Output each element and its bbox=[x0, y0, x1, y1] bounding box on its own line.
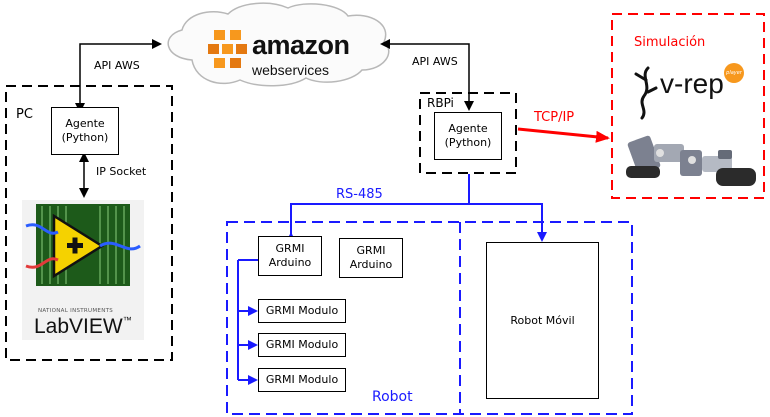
simulation-label: Simulación bbox=[634, 35, 706, 50]
arduino-1-sub: Arduino bbox=[268, 256, 312, 269]
vrep-text: v-rep bbox=[660, 68, 724, 99]
rbpi-agent-box[interactable]: Agente(Python) bbox=[434, 112, 502, 160]
tcp-ip-label: TCP/IP bbox=[534, 110, 575, 125]
api-aws-left-connector bbox=[75, 39, 162, 113]
robot-movil-box[interactable]: Robot Móvil bbox=[486, 242, 599, 399]
api-aws-left-label: API AWS bbox=[94, 59, 140, 72]
pc-label: PC bbox=[16, 107, 33, 122]
module-connectors bbox=[237, 259, 258, 385]
module-box-2[interactable]: GRMI Modulo bbox=[258, 333, 346, 357]
simulation-frame bbox=[611, 13, 765, 199]
ip-socket-label: IP Socket bbox=[96, 165, 147, 178]
vrep-player-badge-text: player bbox=[726, 69, 742, 76]
rbpi-label: RBPi bbox=[427, 96, 454, 110]
labview-tm: ™ bbox=[122, 315, 132, 325]
module-box-1[interactable]: GRMI Modulo bbox=[258, 299, 346, 323]
rs485-bus bbox=[286, 174, 547, 242]
pc-agent-title: Agente bbox=[65, 117, 105, 131]
labview-name: LabVIEW bbox=[34, 315, 123, 338]
robot-label: Robot bbox=[372, 389, 413, 405]
module-box-3[interactable]: GRMI Modulo bbox=[258, 368, 346, 392]
tcp-ip-arrow bbox=[517, 127, 610, 143]
rbpi-agent-lang: (Python) bbox=[444, 136, 492, 149]
aws-sub-text: webservices bbox=[252, 62, 330, 78]
api-aws-right-label: API AWS bbox=[412, 55, 458, 68]
labview-name-text: LabVIEW™ bbox=[34, 315, 132, 338]
labview-vendor-text: NATIONAL INSTRUMENTS bbox=[38, 308, 114, 314]
vrep-robot-image bbox=[626, 135, 756, 186]
api-aws-right-connector bbox=[380, 39, 474, 111]
gecko-icon bbox=[634, 66, 658, 120]
vrep-player-badge: player bbox=[724, 63, 744, 83]
rbpi-agent-title: Agente bbox=[448, 122, 488, 136]
pc-agent-lang: (Python) bbox=[61, 131, 109, 144]
arduino-2-title: GRMI bbox=[356, 244, 386, 258]
aws-logo-cubes bbox=[208, 30, 252, 73]
robot-frame bbox=[226, 221, 633, 415]
rs485-label: RS-485 bbox=[336, 187, 383, 202]
arduino-1-title: GRMI bbox=[275, 242, 305, 256]
labview-logo bbox=[22, 200, 144, 340]
arduino-2-sub: Arduino bbox=[349, 258, 393, 271]
pc-agent-box[interactable]: Agente(Python) bbox=[51, 107, 119, 155]
aws-brand-text: amazon bbox=[252, 30, 350, 60]
